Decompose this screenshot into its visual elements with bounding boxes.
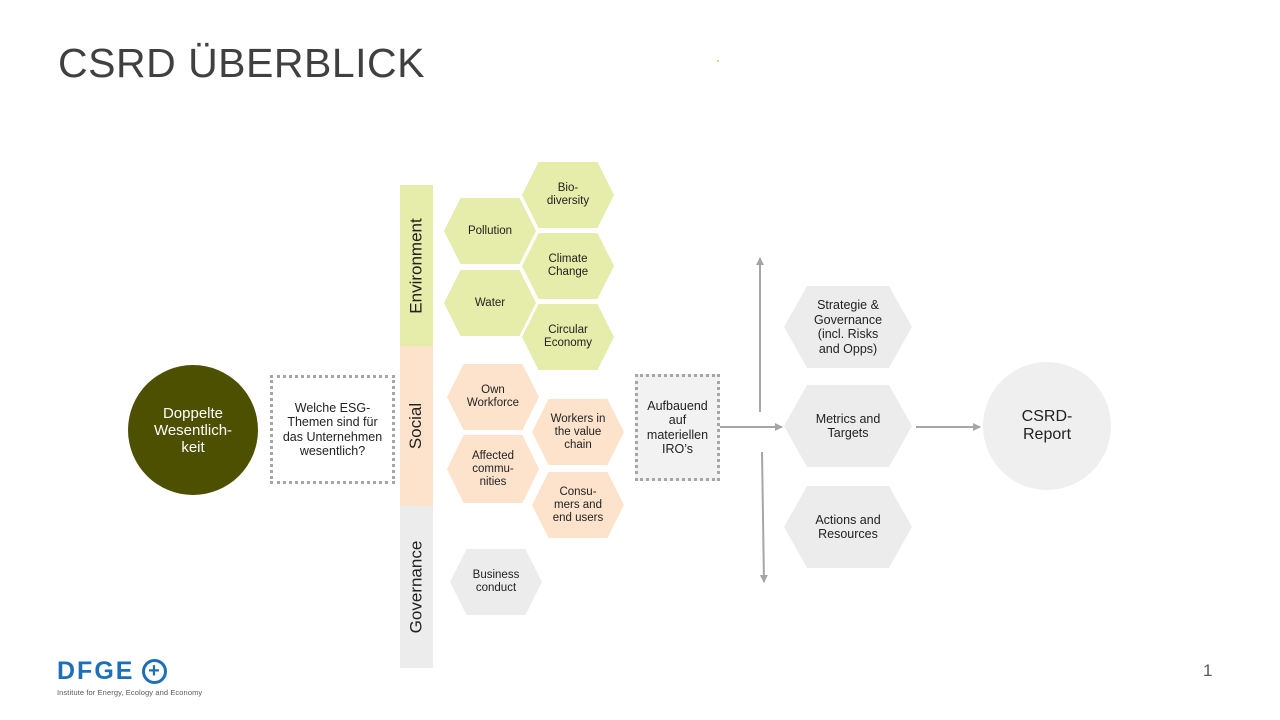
hex-affected-communities: Affected commu-nities [447, 435, 539, 503]
hex-metrics-targets: Metrics and Targets [784, 385, 912, 467]
hex-metrics-targets-label: Metrics and Targets [815, 411, 881, 441]
hex-actions-resources: Actions and Resources [784, 486, 912, 568]
dfge-logo: DFGE + Institute for Energy, Ecology and… [57, 657, 202, 697]
pillar-social: Social [400, 346, 433, 506]
iro-basis-box: Aufbauend auf materiellen IRO’s [635, 374, 720, 481]
hex-strategy-governance: Strategie & Governance (incl. Risks and … [784, 286, 912, 368]
hex-consumers-label: Consu-mers and end users [552, 485, 604, 524]
csrd-report-circle: CSRD-Report [983, 362, 1111, 490]
hex-biodiversity: Bio-diversity [522, 162, 614, 228]
hex-business-conduct: Business conduct [450, 549, 542, 615]
pillar-governance: Governance [400, 506, 433, 668]
csrd-report-label: CSRD-Report [1021, 408, 1073, 443]
esg-question-box: Welche ESG-Themen sind für das Unternehm… [270, 375, 395, 484]
double-materiality-label: Doppelte Wesentlich-keit [153, 404, 233, 456]
slide-title: CSRD ÜBERBLICK [58, 40, 425, 86]
arrow-down-actions [759, 451, 768, 583]
hex-own-workforce: Own Workforce [447, 364, 539, 430]
hex-own-workforce-label: Own Workforce [466, 384, 520, 409]
logo-subtitle: Institute for Energy, Ecology and Econom… [57, 688, 203, 697]
hex-consumers: Consu-mers and end users [532, 472, 624, 538]
hex-climate-change: Climate Change [522, 233, 614, 299]
logo-name: DFGE [57, 657, 135, 685]
decorative-dot [717, 60, 719, 62]
hex-water-label: Water [474, 296, 506, 309]
hex-water: Water [444, 270, 536, 336]
page-number: 1 [1203, 661, 1213, 680]
esg-question-text: Welche ESG-Themen sind für das Unternehm… [282, 400, 383, 459]
iro-basis-text: Aufbauend auf materiellen IRO’s [646, 398, 709, 457]
double-materiality-circle: Doppelte Wesentlich-keit [128, 365, 258, 495]
hex-affected-communities-label: Affected commu-nities [472, 449, 514, 488]
hex-pollution: Pollution [444, 198, 536, 264]
hex-pollution-label: Pollution [467, 224, 513, 237]
hex-strategy-governance-label: Strategie & Governance (incl. Risks and … [813, 298, 883, 356]
hex-circular-economy-label: Circular Economy [544, 324, 592, 349]
hex-workers-value-chain: Workers in the value chain [532, 399, 624, 465]
hex-biodiversity-label: Bio-diversity [546, 182, 590, 207]
hex-workers-value-chain-label: Workers in the value chain [550, 412, 606, 451]
hex-business-conduct-label: Business conduct [472, 569, 520, 594]
hex-circular-economy: Circular Economy [522, 304, 614, 370]
hex-climate-change-label: Climate Change [547, 253, 589, 278]
circle-plus-icon: + [142, 659, 168, 684]
pillar-environment: Environment [400, 185, 433, 346]
hex-actions-resources-label: Actions and Resources [815, 512, 881, 542]
